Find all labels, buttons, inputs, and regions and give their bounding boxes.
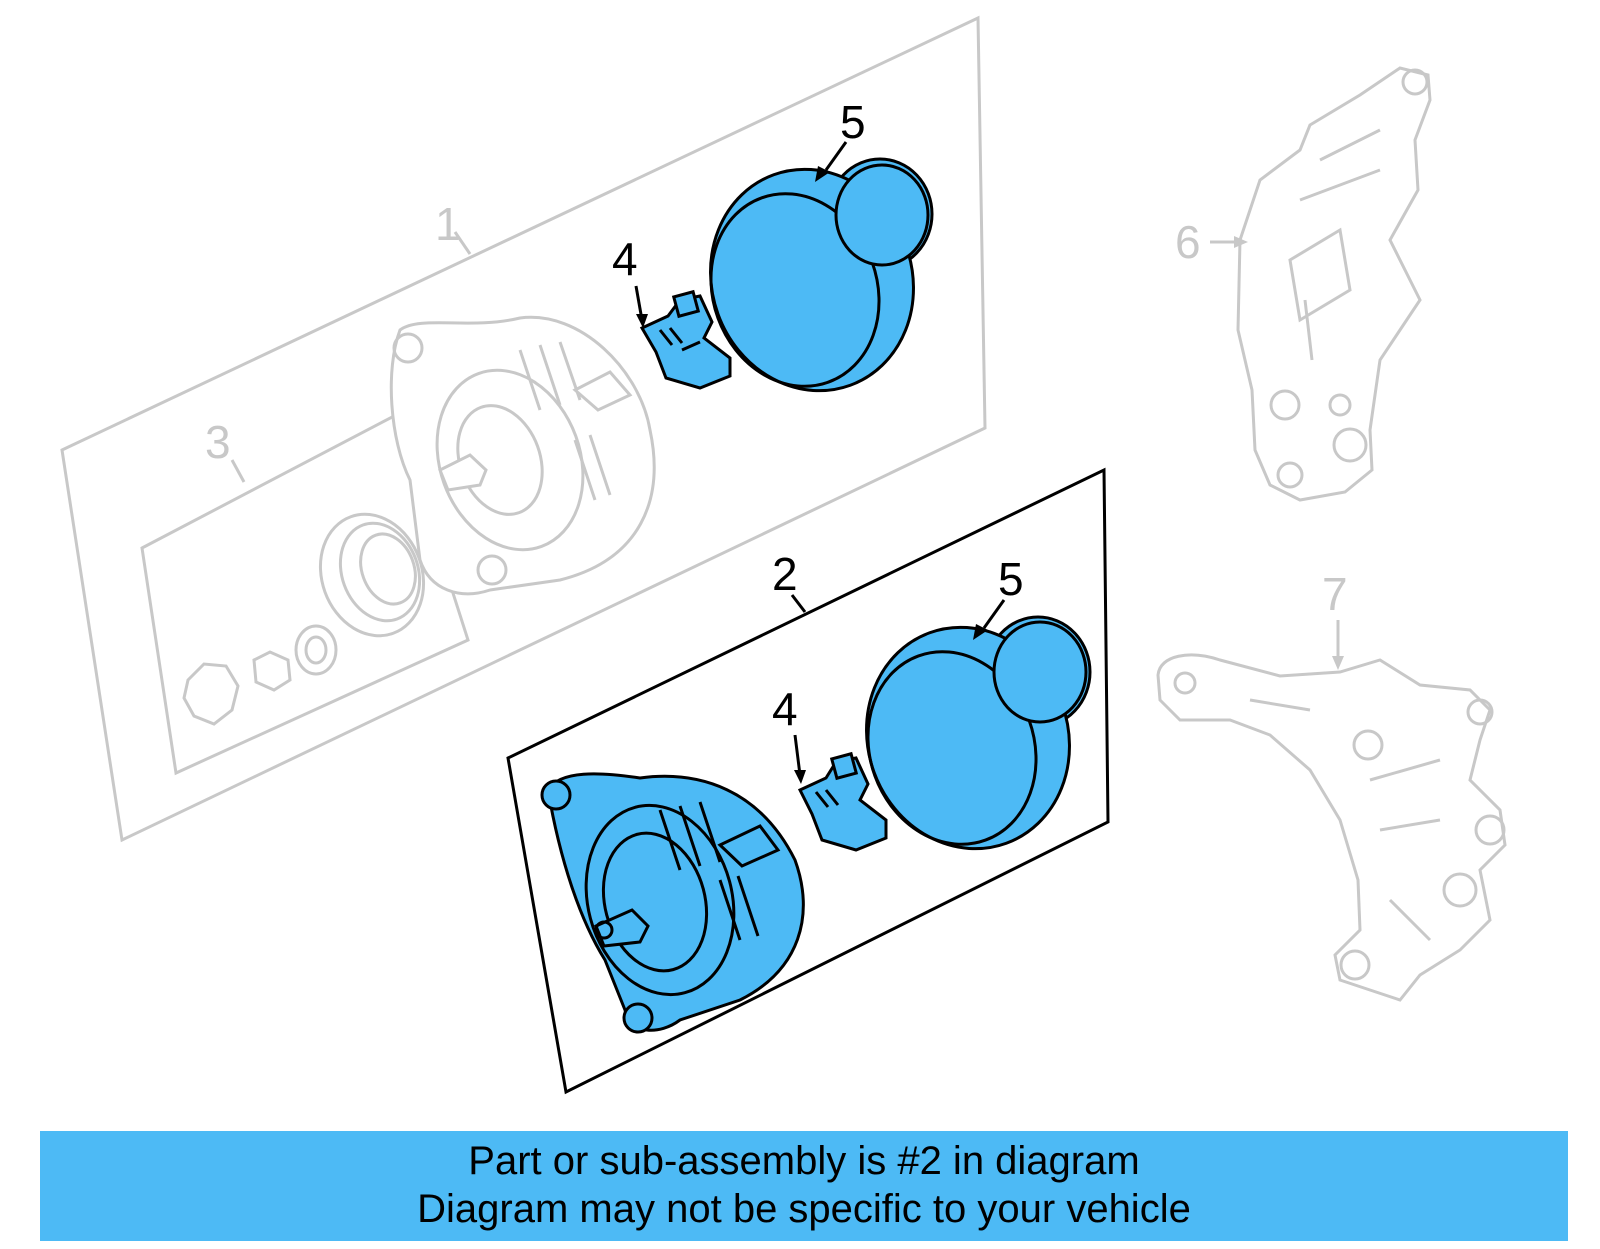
info-banner: Part or sub-assembly is #2 in diagram Di… <box>40 1131 1568 1241</box>
pulley-kit-panel <box>140 412 470 776</box>
assembly-2-panel <box>506 467 1110 1095</box>
callout-4-top-label: 4 <box>612 233 638 285</box>
callout-5-bottom-label: 5 <box>998 553 1024 605</box>
callout-5-top-arrow <box>815 166 830 182</box>
banner-disclaimer: Diagram may not be specific to your vehi… <box>417 1187 1191 1231</box>
callout-6-label: 6 <box>1175 216 1201 268</box>
alternator-highlighted <box>540 772 805 1034</box>
callout-3-label: 3 <box>205 416 231 468</box>
callout-6-arrow <box>1234 236 1248 248</box>
callout-1-label: 1 <box>435 198 461 250</box>
regulator-bottom <box>797 751 888 852</box>
bracket-upper <box>1236 66 1432 502</box>
callout-5-top-leader <box>824 141 848 171</box>
bracket-lower <box>1156 653 1507 1002</box>
callout-4-bottom-label: 4 <box>772 683 798 735</box>
callout-5-top-label: 5 <box>840 96 866 148</box>
faded-alternator <box>389 315 656 596</box>
cap-top <box>709 157 934 393</box>
cap-bottom <box>865 615 1092 851</box>
callout-2-label: 2 <box>772 548 798 600</box>
callout-1-leader <box>453 231 472 255</box>
callout-4-bottom-leader <box>793 734 802 776</box>
banner-part-info: Part or sub-assembly is #2 in diagram <box>468 1139 1140 1183</box>
callout-3-leader <box>230 459 246 483</box>
regulator-top <box>639 289 732 390</box>
assembly-1-panel <box>60 15 987 843</box>
callout-7-arrow <box>1332 656 1344 670</box>
callout-5-bottom-leader <box>982 599 1006 629</box>
callout-7-label: 7 <box>1322 568 1348 620</box>
callout-4-bottom-arrow <box>794 770 806 784</box>
callout-5-bottom-arrow <box>973 624 988 640</box>
callout-4-top-arrow <box>636 314 648 328</box>
callout-2-leader <box>790 594 807 613</box>
